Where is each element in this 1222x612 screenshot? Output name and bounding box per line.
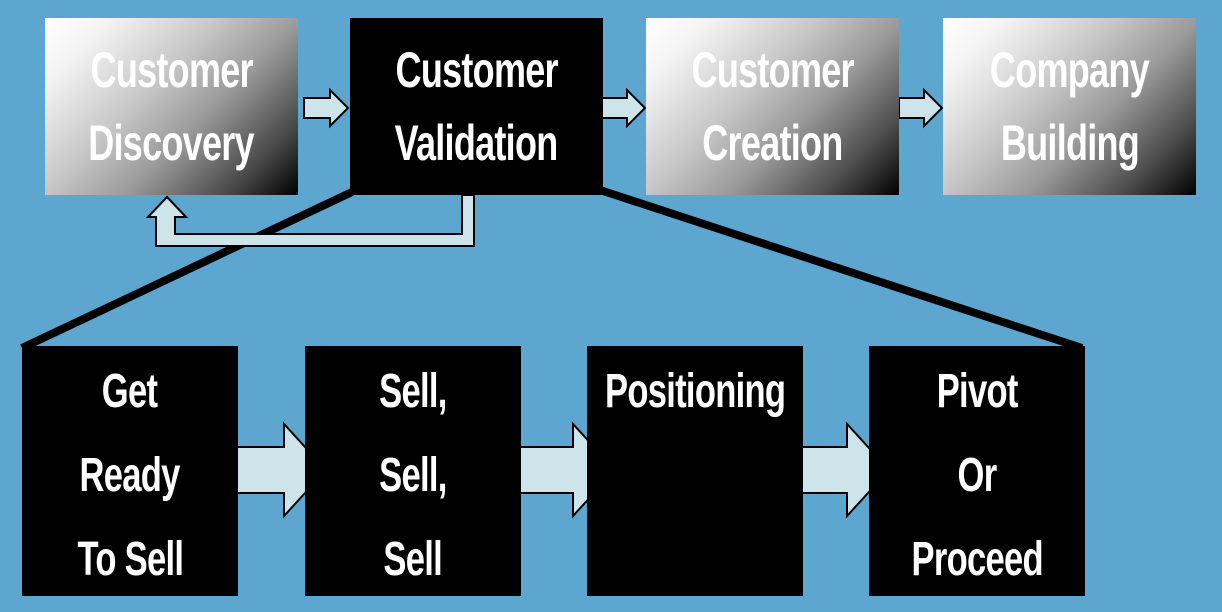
step-get-ready-to-sell: Get Ready To Sell (22, 346, 238, 596)
arrow-validation-to-creation (601, 87, 647, 129)
step-label-line: Sell (383, 533, 443, 586)
stage-customer-discovery: Customer Discovery (45, 18, 298, 195)
arrow-creation-to-building (898, 87, 944, 129)
step-label-line: Positioning (604, 365, 786, 418)
step-label-line: Proceed (911, 533, 1043, 586)
arrow-discovery-to-validation (303, 87, 350, 129)
step-label-line: Sell, (379, 449, 447, 502)
zoom-line-left (20, 188, 354, 352)
step-label-line: Ready (79, 449, 181, 502)
stage-label-line: Customer (395, 41, 558, 98)
feedback-loop-arrow (145, 194, 475, 247)
step-sell-sell-sell: Sell, Sell, Sell (305, 346, 521, 596)
step-label-line: Get (102, 365, 158, 418)
step-pivot-or-proceed: Pivot Or Proceed (869, 346, 1085, 596)
zoom-line-right (598, 186, 1084, 352)
step-label-line: Pivot (936, 365, 1019, 418)
step-label-line: Sell, (379, 365, 447, 418)
stage-label-line: Customer (90, 41, 253, 98)
step-positioning: Positioning (587, 346, 803, 596)
stage-customer-creation: Customer Creation (646, 18, 899, 195)
stage-company-building: Company Building (943, 18, 1196, 195)
step-label-line: To Sell (77, 533, 183, 586)
stage-label-line: Customer (691, 41, 854, 98)
stage-label-line: Discovery (88, 114, 255, 171)
stage-label-line: Company (990, 41, 1150, 98)
stage-label-line: Creation (702, 114, 843, 171)
stage-label-line: Validation (395, 114, 559, 171)
stage-customer-validation: Customer Validation (350, 18, 603, 195)
stage-label-line: Building (1000, 114, 1139, 171)
step-label-line: Or (957, 449, 998, 502)
